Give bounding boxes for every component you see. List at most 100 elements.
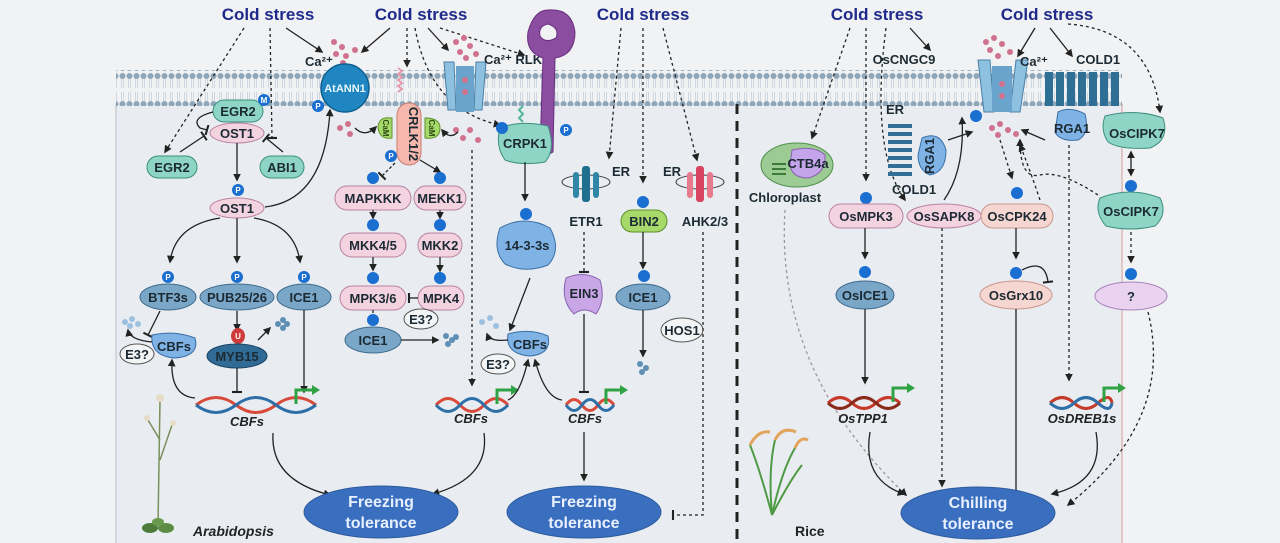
svg-text:MAPKKK: MAPKKK — [344, 191, 402, 206]
e3-b-node — [403, 308, 439, 330]
degraded-fragments-c — [479, 315, 499, 329]
freezing-tolerance-1 — [303, 485, 459, 539]
svg-text:ICE1: ICE1 — [359, 333, 388, 348]
atann1-label: AtANN1 — [324, 83, 366, 95]
arrow-crlk-mekk1 — [419, 159, 442, 173]
svg-text:E3?: E3? — [409, 312, 433, 327]
arrow-cbfs-degradation-a — [125, 328, 153, 343]
14-3-3s-node — [496, 220, 556, 270]
arrow-1433-cbfs — [508, 277, 531, 332]
arrow-ossapk8-channel — [943, 116, 967, 201]
phospho-badge — [560, 124, 572, 136]
svg-text:RGA1: RGA1 — [1054, 121, 1090, 136]
ca-channel-a — [443, 61, 487, 112]
svg-text:CBFs: CBFs — [157, 339, 191, 354]
arrow-myb15-degradation — [257, 326, 272, 341]
svg-text:ICE1: ICE1 — [290, 290, 319, 305]
arrow-cold-rlk — [439, 27, 526, 57]
crlk1-2-node — [396, 102, 422, 166]
cbfs-gene-c-label: CBFs — [568, 411, 602, 426]
phospho-badge — [520, 208, 532, 220]
arrow-cold-channel — [427, 27, 450, 52]
svg-text:14-3-3s: 14-3-3s — [505, 238, 550, 253]
svg-text:?: ? — [1127, 289, 1135, 304]
er-label-1: ER — [612, 164, 631, 179]
inhibit-btf3s-cbfs — [142, 310, 161, 339]
cbfs-gene-b-label: CBFs — [454, 411, 488, 426]
e3-a-node — [119, 343, 155, 365]
egr2-left-node — [146, 155, 198, 179]
dna-ostpp1 — [826, 396, 902, 410]
svg-text:MEKK1: MEKK1 — [417, 191, 463, 206]
arrow-unknown-tolerance — [1066, 311, 1155, 506]
svg-text:Chilling: Chilling — [949, 495, 1008, 512]
svg-text:ICE1: ICE1 — [629, 290, 658, 305]
phospho-badge — [367, 272, 379, 284]
rga1-er-node — [917, 135, 947, 176]
svg-text:HOS1: HOS1 — [664, 323, 699, 338]
degraded-fragments-a — [122, 316, 141, 329]
svg-text:OsCIPK7: OsCIPK7 — [1109, 126, 1165, 141]
oscngc9-label: OsCNGC9 — [873, 52, 936, 67]
svg-text:tolerance: tolerance — [548, 515, 619, 532]
phospho-badge — [970, 110, 982, 122]
bin2-node — [620, 209, 668, 233]
phospho-badges-row: P P P — [162, 271, 310, 283]
pub25-26-node — [199, 283, 275, 311]
cold-stress-label-1: Cold stress — [222, 5, 315, 24]
oscipk7-bottom-node — [1097, 191, 1164, 230]
ahk2-3-receptor — [675, 166, 725, 202]
arrow-cold-annexin — [360, 27, 391, 54]
arabidopsis-label: Arabidopsis — [192, 523, 274, 539]
svg-text:CRLK1/2: CRLK1/2 — [406, 107, 421, 161]
phospho-badge — [638, 270, 650, 282]
arrow-ca-cam-left — [354, 125, 378, 135]
svg-text:Freezing: Freezing — [551, 494, 617, 511]
degraded-fragments-d — [637, 361, 649, 375]
freezing-tolerance-2 — [506, 485, 662, 539]
plasma-membrane — [116, 70, 1122, 106]
svg-text:OsSAPK8: OsSAPK8 — [914, 209, 975, 224]
svg-text:MKK2: MKK2 — [422, 238, 459, 253]
er-label-rice: ER — [886, 102, 905, 117]
cold1-er-receptor — [888, 124, 912, 176]
svg-text:P: P — [315, 102, 321, 111]
svg-text:MKK4/5: MKK4/5 — [349, 238, 397, 253]
inhibit-abi1-ost1 — [261, 133, 284, 153]
er-label-2: ER — [663, 164, 682, 179]
ca-label-a: Ca²⁺ — [305, 54, 333, 69]
svg-text:MYB15: MYB15 — [215, 349, 258, 364]
arrow-cold-oscngc9 — [909, 27, 932, 52]
phospho-badge — [496, 122, 508, 134]
etr1-label: ETR1 — [569, 214, 602, 229]
arrow-cold-ahk — [662, 27, 700, 162]
svg-text:tolerance: tolerance — [942, 516, 1013, 533]
e3-c-node — [480, 353, 516, 375]
degraded-fragments — [275, 317, 290, 331]
phospho-badge — [232, 184, 244, 196]
arrow-cold-egr2 — [164, 27, 245, 154]
ostpp1-label: OsTPP1 — [838, 411, 888, 426]
arrow-ost1-ice1 — [253, 217, 304, 264]
inhibit-osgrx10-feedback — [1021, 265, 1054, 284]
chloroplast-label: Chloroplast — [749, 190, 822, 205]
arrow-cbfs-gene-protein-a — [167, 358, 196, 399]
cold-stress-label-2: Cold stress — [375, 5, 468, 24]
unknown-target-node — [1094, 281, 1168, 311]
cold-stress-label-4: Cold stress — [831, 5, 924, 24]
svg-text:PUB25/26: PUB25/26 — [207, 290, 267, 305]
svg-text:P: P — [235, 186, 241, 195]
oscpk24-node — [980, 203, 1054, 229]
dna-osdreb1s — [1048, 396, 1114, 410]
svg-text:tolerance: tolerance — [345, 515, 416, 532]
atann1-channel — [320, 63, 370, 113]
svg-text:BIN2: BIN2 — [629, 214, 659, 229]
rice-plant-icon — [748, 428, 809, 516]
ctb4a-node — [789, 147, 826, 179]
methylation-badge — [258, 94, 270, 106]
rice-label: Rice — [795, 523, 825, 539]
arrow-cold-ctb4a — [810, 27, 851, 140]
svg-text:Freezing: Freezing — [348, 494, 414, 511]
arrow-cold-crpk1 — [414, 27, 502, 128]
